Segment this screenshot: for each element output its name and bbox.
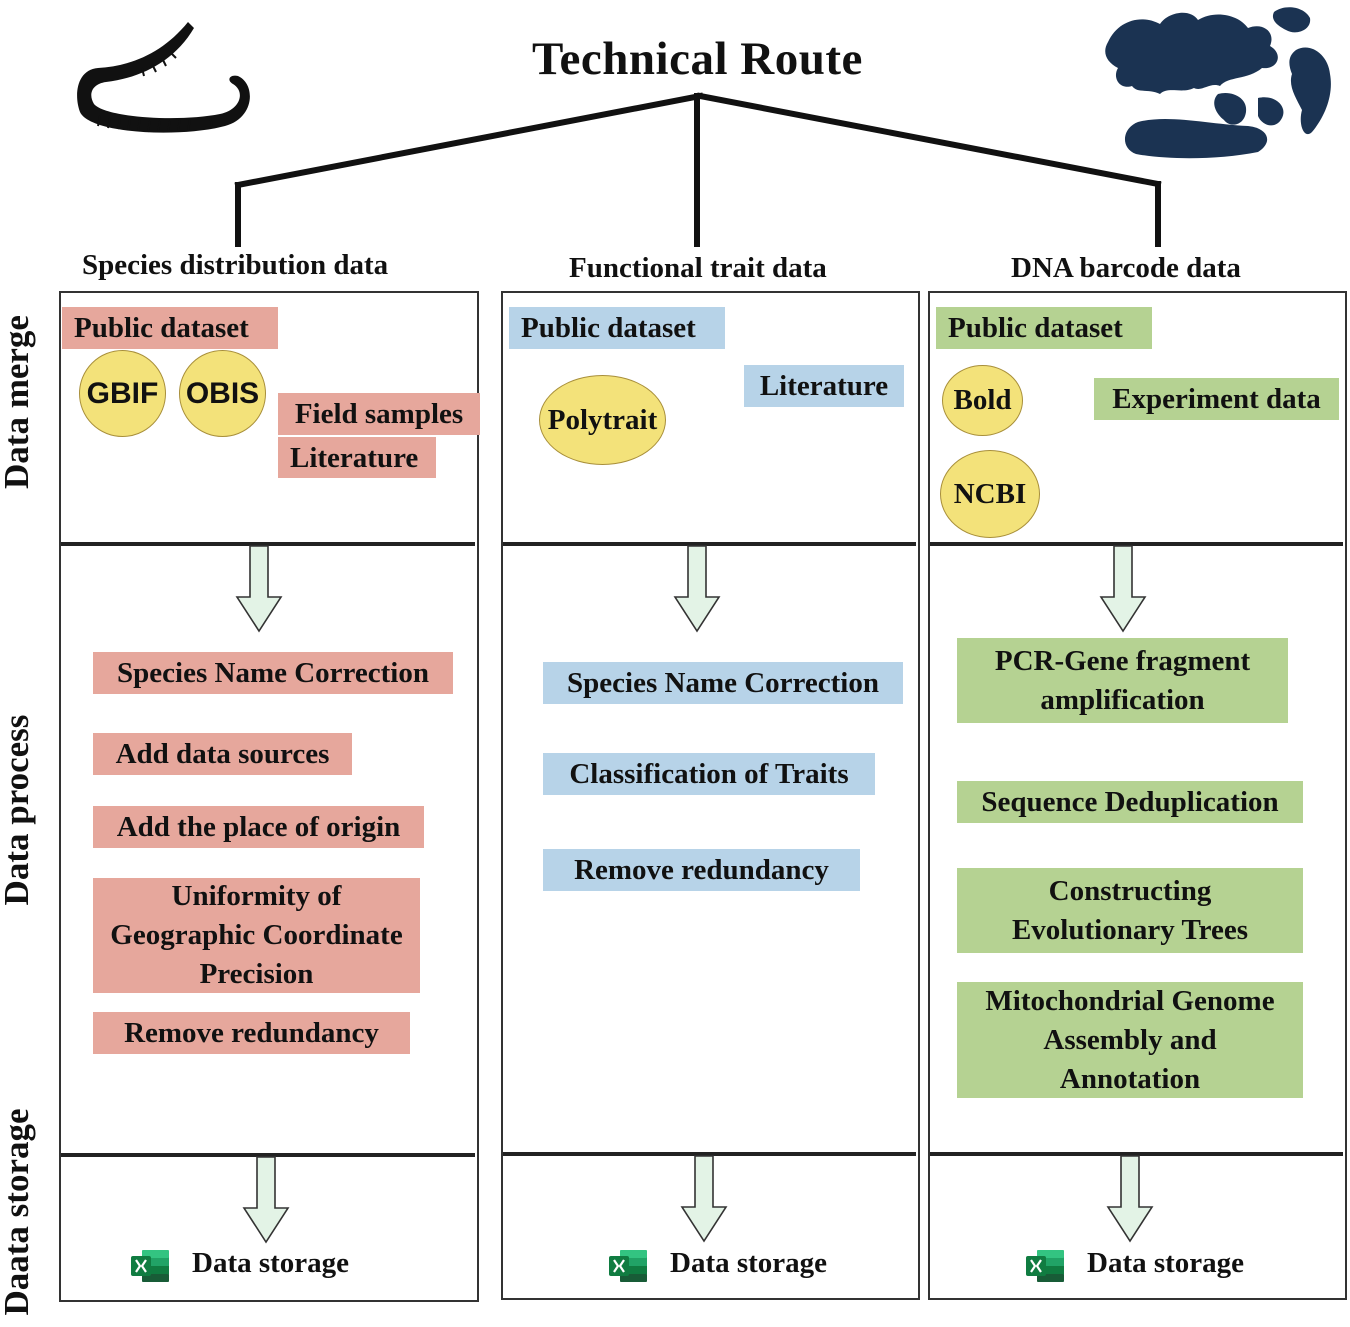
- dna-process-line: amplification: [1040, 683, 1205, 716]
- dna-process-line: Assembly and: [1043, 1023, 1217, 1056]
- trait-process-step: Classification of Traits: [543, 753, 875, 795]
- divider-process-storage: [503, 1152, 916, 1156]
- species-field-samples-label: Field samples: [278, 393, 480, 435]
- trait-public-dataset-label: Public dataset: [509, 307, 725, 349]
- trait-literature-label: Literature: [744, 365, 904, 407]
- obis-oval: OBIS: [179, 350, 266, 437]
- down-arrow-icon: [242, 1156, 290, 1244]
- species-process-line: Precision: [199, 958, 314, 990]
- gbif-oval: GBIF: [79, 350, 166, 437]
- bold-oval: Bold: [942, 365, 1023, 436]
- dna-experiment-data-label: Experiment data: [1094, 378, 1339, 420]
- dna-process-line: Annotation: [1059, 1062, 1201, 1095]
- tree-connector: [234, 92, 1162, 247]
- dna-process-step: Mitochondrial Genome Assembly and Annota…: [957, 982, 1303, 1098]
- divider-merge-process: [61, 542, 475, 546]
- down-arrow-icon: [1106, 1155, 1154, 1243]
- species-process-step: Remove redundancy: [93, 1012, 410, 1054]
- divider-merge-process: [930, 542, 1343, 546]
- dna-process-step: PCR-Gene fragment amplification: [957, 638, 1288, 723]
- column-heading-dna-barcode: DNA barcode data: [1011, 252, 1241, 284]
- down-arrow-icon: [1099, 545, 1147, 633]
- dna-process-step: Sequence Deduplication: [957, 781, 1303, 823]
- dna-process-line: Mitochondrial Genome: [985, 984, 1275, 1017]
- excel-icon: [609, 1250, 647, 1282]
- species-process-step: Uniformity of Geographic Coordinate Prec…: [93, 878, 420, 993]
- dna-process-step: Constructing Evolutionary Trees: [957, 868, 1303, 953]
- column-heading-species-distribution: Species distribution data: [82, 249, 389, 281]
- row-label-data-storage: Daata storage: [0, 1108, 36, 1316]
- species-data-storage-label: Data storage: [192, 1247, 350, 1279]
- polytrait-oval: Polytrait: [539, 375, 666, 465]
- row-label-data-merge: Data merge: [0, 315, 36, 489]
- dna-data-storage-label: Data storage: [1087, 1247, 1245, 1279]
- species-process-step: Add data sources: [93, 733, 352, 775]
- dna-public-dataset-label: Public dataset: [936, 307, 1152, 349]
- excel-icon: [1026, 1250, 1064, 1282]
- down-arrow-icon: [673, 545, 721, 633]
- row-label-data-process: Data process: [0, 714, 36, 906]
- down-arrow-icon: [235, 545, 283, 633]
- species-literature-label: Literature: [278, 437, 436, 478]
- species-public-dataset-label: Public dataset: [62, 307, 278, 349]
- trait-process-step: Species Name Correction: [543, 662, 903, 704]
- divider-merge-process: [503, 542, 916, 546]
- world-map-icon: [1105, 7, 1331, 159]
- ncbi-oval: NCBI: [940, 450, 1040, 538]
- dna-process-line: Evolutionary Trees: [1011, 913, 1249, 946]
- column-heading-functional-trait: Functional trait data: [569, 252, 827, 284]
- species-process-step: Add the place of origin: [93, 806, 424, 848]
- species-process-step: Species Name Correction: [93, 652, 453, 694]
- dna-process-line: Constructing: [1048, 874, 1212, 907]
- trait-data-storage-label: Data storage: [670, 1247, 828, 1279]
- species-process-line: Geographic Coordinate: [110, 919, 403, 951]
- excel-icon: [131, 1250, 169, 1282]
- divider-process-storage: [930, 1152, 1343, 1156]
- diagram-title: Technical Route: [532, 33, 863, 85]
- trait-process-step: Remove redundancy: [543, 849, 860, 891]
- species-process-line: Uniformity of: [171, 880, 342, 912]
- millipede-icon: [77, 22, 250, 133]
- dna-process-line: PCR-Gene fragment: [994, 644, 1251, 677]
- divider-process-storage: [61, 1153, 475, 1157]
- down-arrow-icon: [680, 1155, 728, 1243]
